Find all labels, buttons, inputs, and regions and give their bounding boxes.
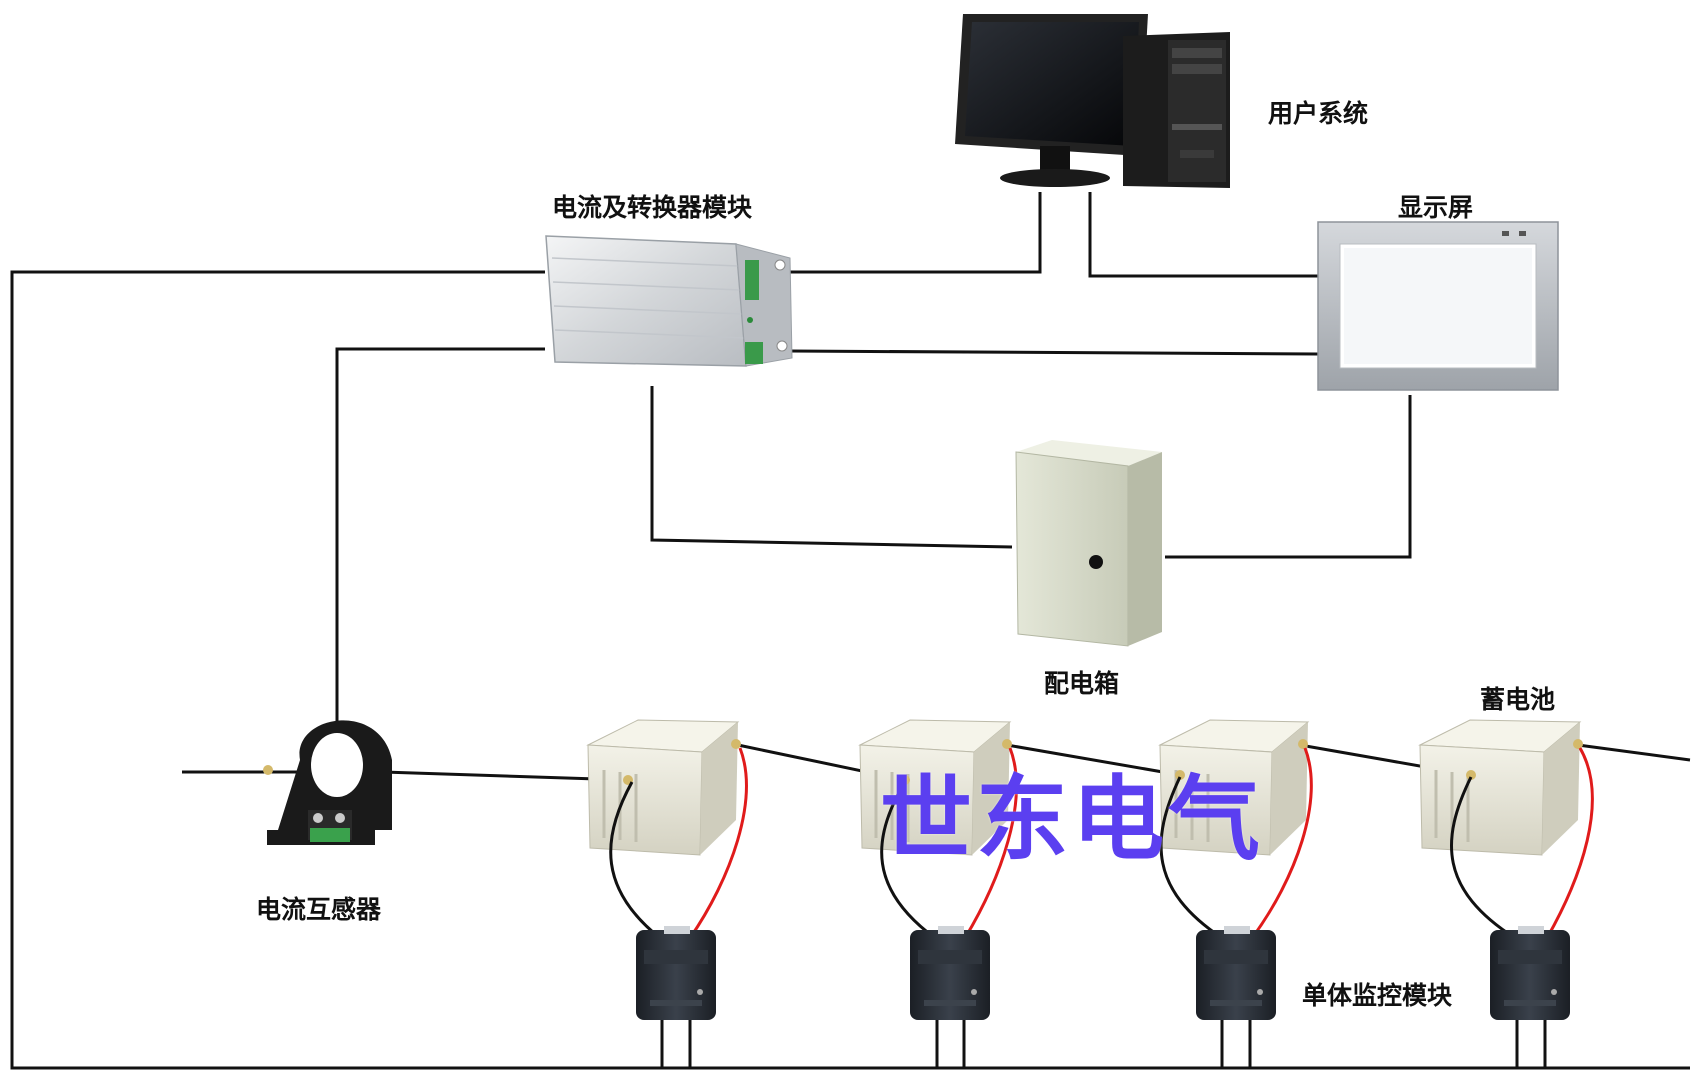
battery-3-icon (1158, 719, 1310, 856)
wire-converter-to-pc (790, 192, 1042, 274)
current-converter-module-icon (545, 235, 793, 367)
wire-battery-string-3 (1006, 743, 1181, 777)
label-current-transformer: 电流互感器 (256, 895, 382, 924)
cell-monitor-module-2-icon (910, 926, 990, 1020)
wire-converter-to-display (789, 349, 1319, 356)
watermark-brand: 世东电气 (880, 766, 1265, 873)
wire-outer-loop (10, 270, 1690, 1070)
label-distribution-box: 配电箱 (1044, 669, 1120, 698)
wiring (10, 192, 1691, 1070)
cell-monitor-module-4-icon (1490, 926, 1570, 1020)
distribution-box-icon (1015, 440, 1162, 647)
battery-leads (609, 747, 1594, 940)
wire-converter-to-ct (335, 347, 545, 725)
pc-workstation-icon (955, 14, 1230, 188)
label-display-screen: 显示屏 (1398, 193, 1474, 222)
cell-monitor-module-3-icon (1196, 926, 1276, 1020)
label-user-system: 用户系统 (1268, 99, 1369, 128)
wire-pc-to-display (1088, 192, 1318, 278)
cell-monitor-module-1-icon (636, 926, 716, 1020)
display-screen-icon (1317, 221, 1559, 391)
battery-4-icon (1418, 719, 1583, 856)
battery-2-icon (858, 719, 1012, 856)
label-cell-monitor-module: 单体监控模块 (1302, 981, 1453, 1010)
wire-battery-string-5 (1577, 743, 1691, 762)
battery-1-icon (586, 719, 741, 856)
wire-converter-to-cabinet (650, 386, 1013, 549)
label-battery: 蓄电池 (1480, 685, 1556, 714)
label-converter-module: 电流及转换器模块 (552, 193, 753, 222)
wire-cabinet-to-display (1165, 395, 1412, 559)
wire-battery-string (182, 770, 629, 782)
current-transformer-icon (263, 720, 392, 845)
